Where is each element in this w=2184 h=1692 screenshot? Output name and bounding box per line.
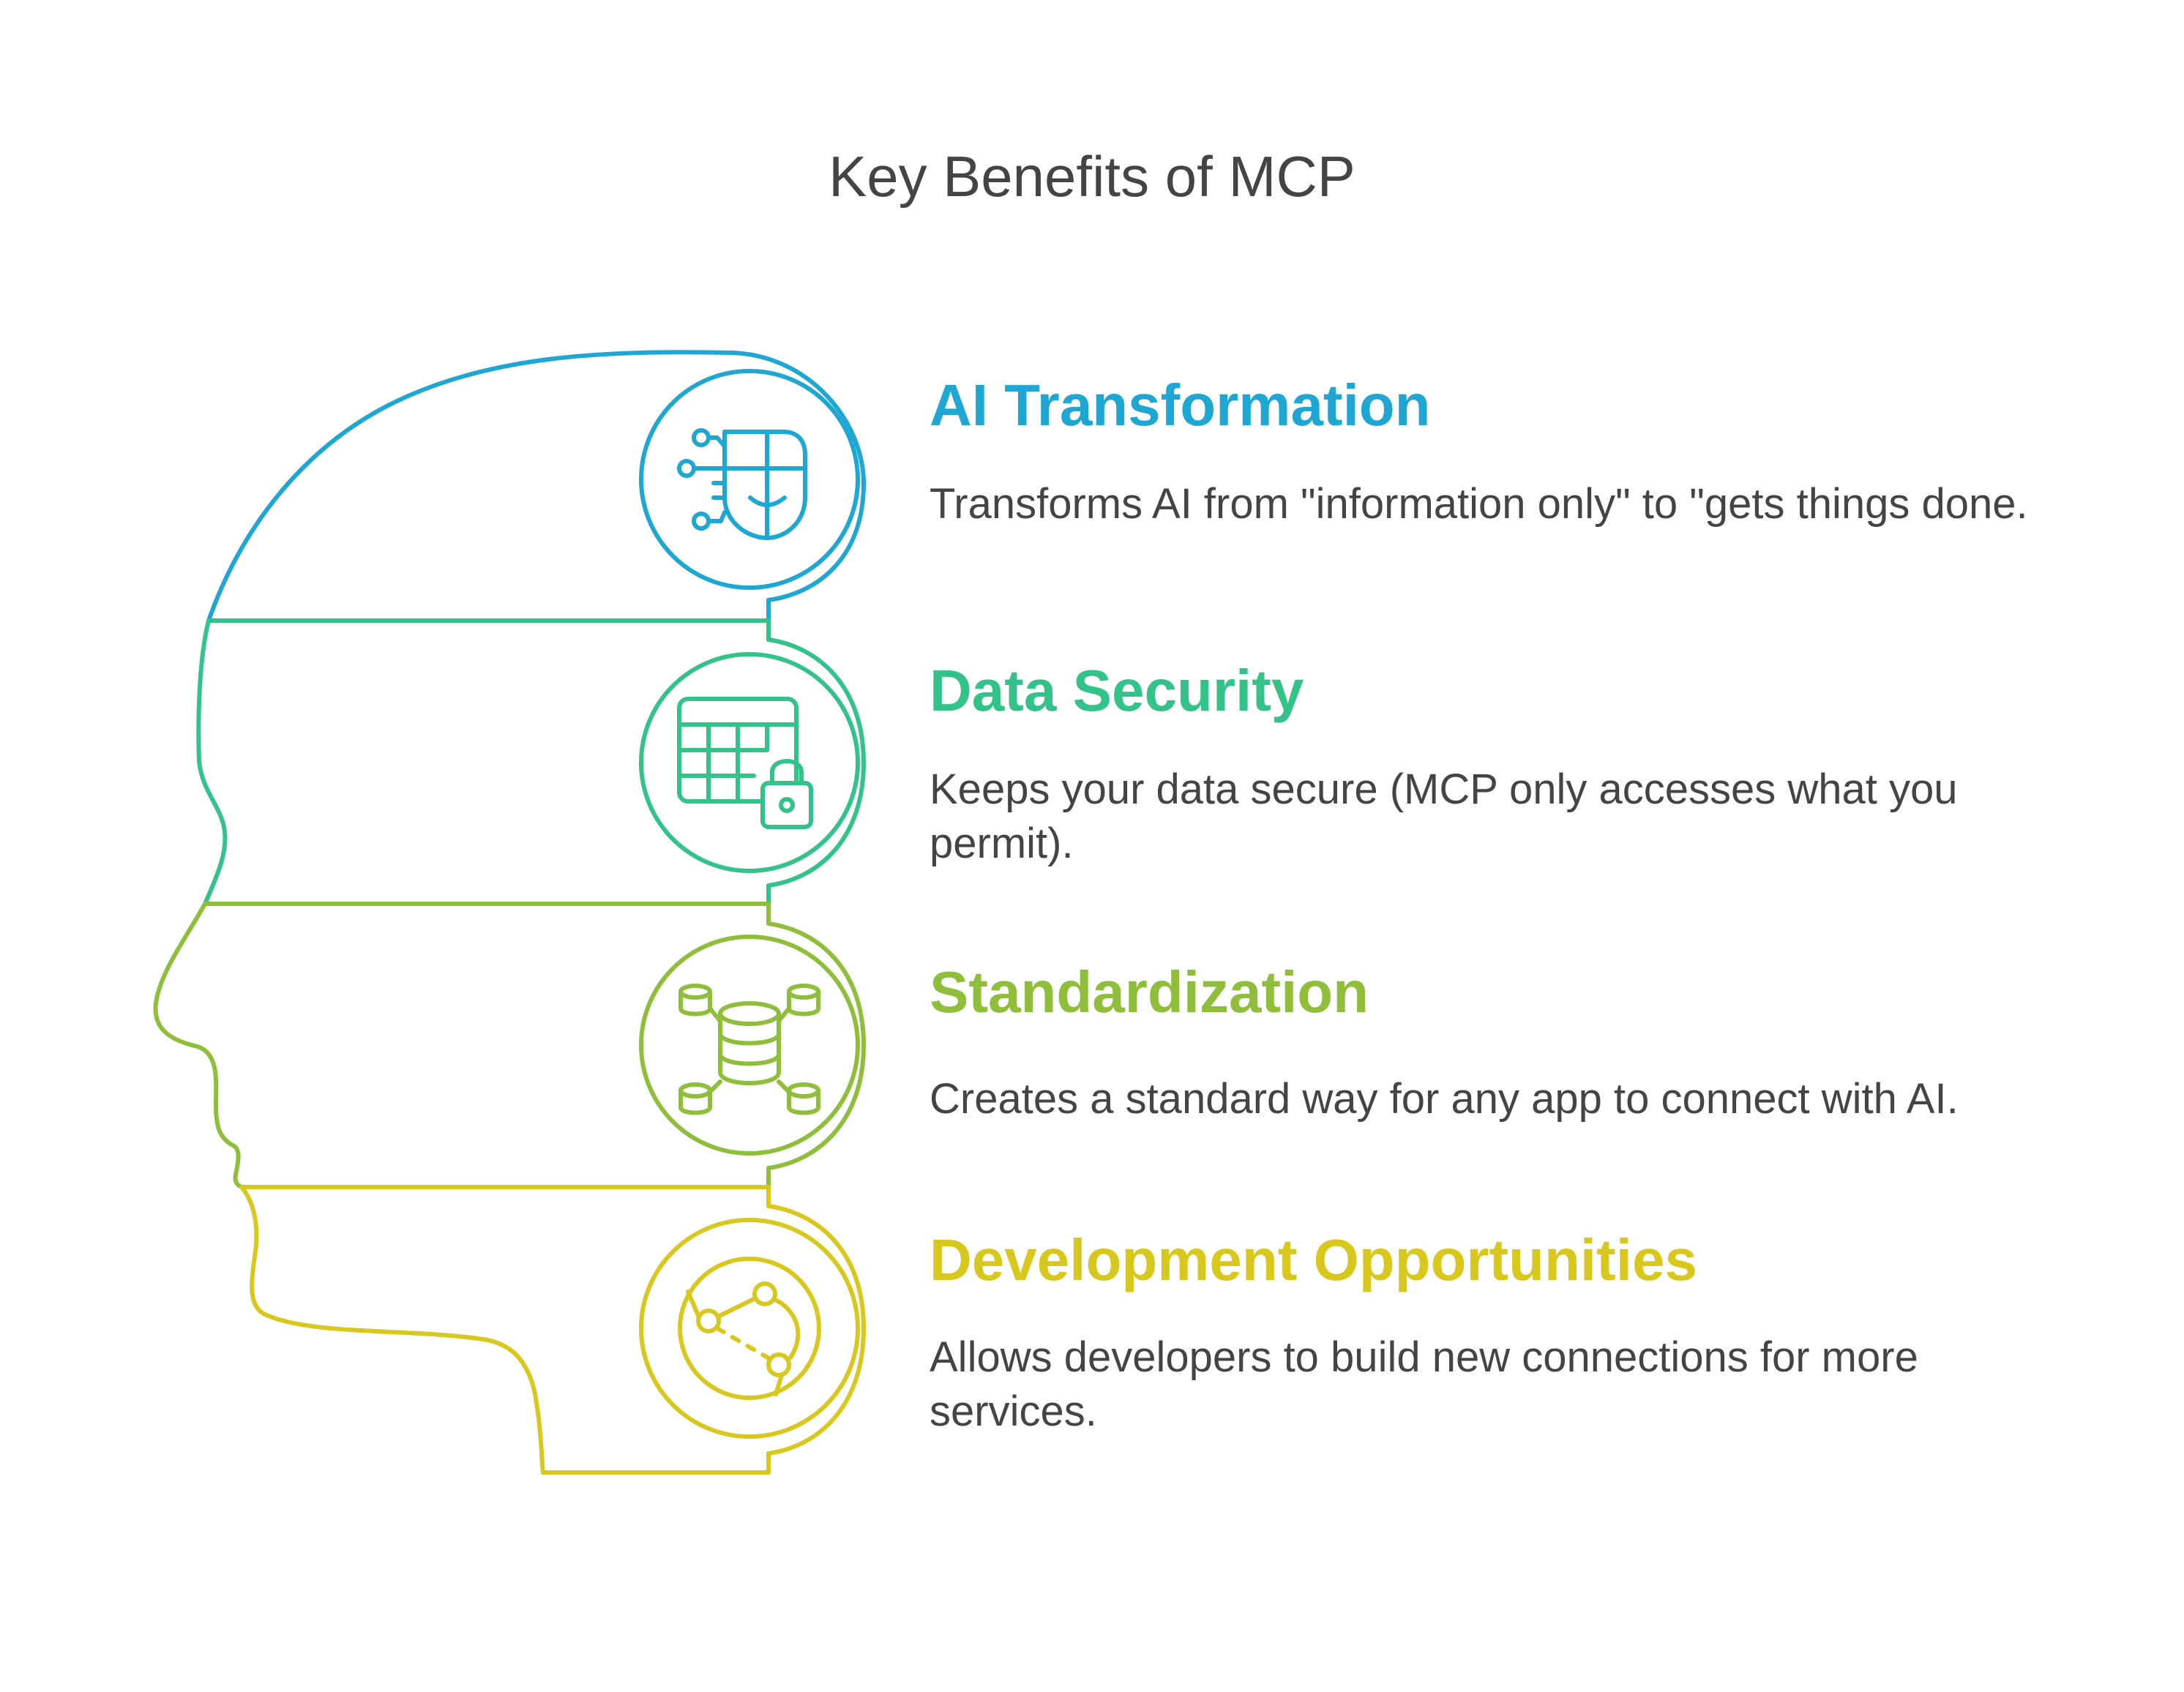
head-segment-development	[239, 1185, 866, 1475]
icon-circle-security	[639, 652, 860, 873]
ai-face-circuit-icon	[677, 428, 807, 540]
icon-circle-development	[639, 1218, 860, 1439]
globe-nodes-icon	[678, 1257, 821, 1400]
heading-development-opportunities: Development Opportunities	[930, 1227, 1697, 1292]
description-standardization: Creates a standard way for any app to co…	[930, 1075, 1959, 1123]
heading-data-security: Data Security	[930, 658, 1304, 723]
head-segment-data-security	[196, 618, 866, 906]
icon-circle-standardization	[639, 935, 860, 1156]
head-segment-ai-transformation	[206, 350, 866, 623]
description-development-opportunities: Allows developers to build new connectio…	[930, 1333, 1918, 1435]
database-network-icon	[678, 984, 820, 1115]
page-title: Key Benefits of MCP	[829, 144, 1355, 209]
icon-circle-ai	[639, 369, 860, 590]
heading-standardization: Standardization	[930, 959, 1369, 1025]
head-segment-standardization	[153, 902, 866, 1189]
description-data-security: Keeps your data secure (MCP only accesse…	[930, 765, 1958, 867]
table-lock-icon	[677, 697, 813, 829]
description-ai-transformation: Transforms AI from "information only" to…	[930, 480, 2028, 528]
heading-ai-transformation: AI Transformation	[930, 373, 1431, 438]
